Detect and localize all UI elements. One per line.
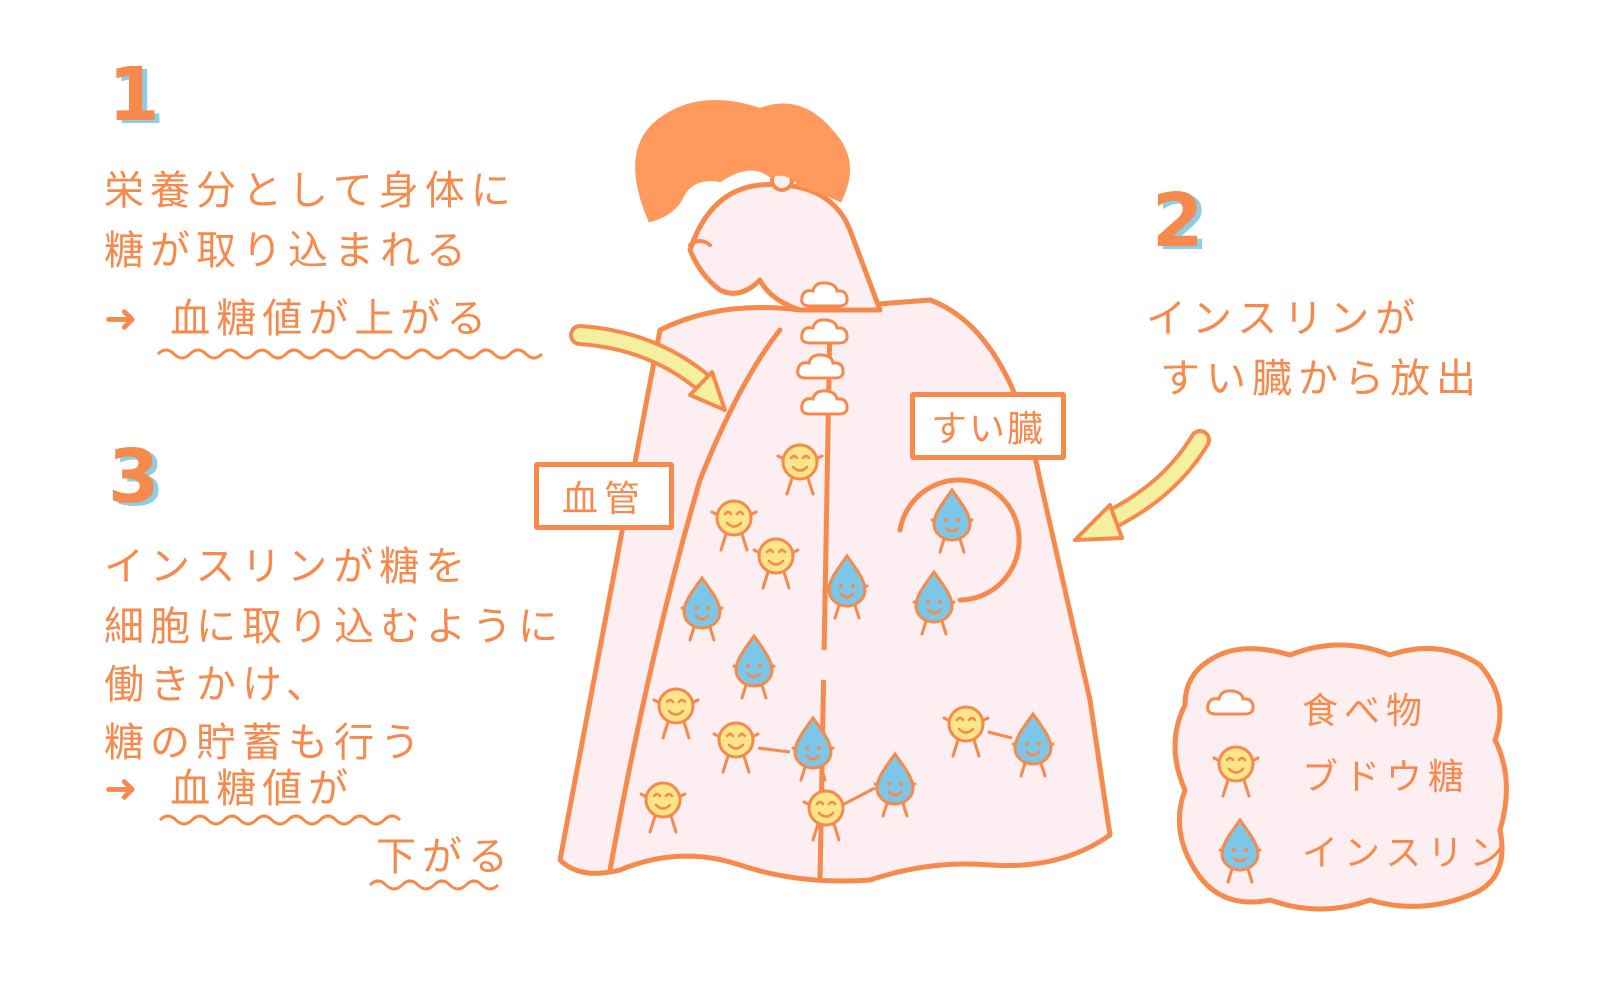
arrow-right-icon: ➜ (104, 296, 138, 342)
step-2-number: 2 (1152, 178, 1204, 264)
wavy-underline-1 (156, 348, 544, 360)
step-2-line-2: すい臓から放出 (1160, 356, 1482, 402)
step-3-result: ➜ 血糖値が (104, 760, 354, 818)
wavy-underline-3b (368, 879, 500, 891)
step-3-line-4: 糖の貯蓄も行う (104, 720, 426, 766)
step-3-line-2: 細胞に取り込むように (104, 604, 564, 650)
legend-label-insulin: インスリン (1302, 833, 1512, 874)
pancreas-label: すい臓 (910, 392, 1066, 460)
step-2-line-1: インスリンが (1146, 296, 1422, 342)
step-1-result-text: 血糖値が上がる (170, 296, 493, 342)
step-3-number: 3 (108, 434, 160, 520)
wavy-underline-3a (158, 814, 402, 826)
step-1-result: ➜ 血糖値が上がる (104, 290, 492, 348)
step-3-line-3: 働きかけ、 (104, 662, 332, 708)
legend-label-food: 食べ物 (1302, 691, 1429, 732)
step-3-line-1: インスリンが糖を (104, 544, 472, 590)
step-1-line-1: 栄養分として身体に (104, 168, 517, 214)
step-1-line-2: 糖が取り込まれる (104, 228, 472, 274)
blood-vessel-label: 血管 (534, 462, 674, 530)
legend-label-glucose: ブドウ糖 (1302, 757, 1471, 798)
step-3-result-continued: 下がる (376, 834, 514, 880)
arrow-right-icon: ➜ (104, 766, 138, 812)
legend-panel (1172, 642, 1509, 912)
step-1-number: 1 (108, 52, 160, 138)
step-3-result-text: 血糖値が (170, 766, 355, 812)
